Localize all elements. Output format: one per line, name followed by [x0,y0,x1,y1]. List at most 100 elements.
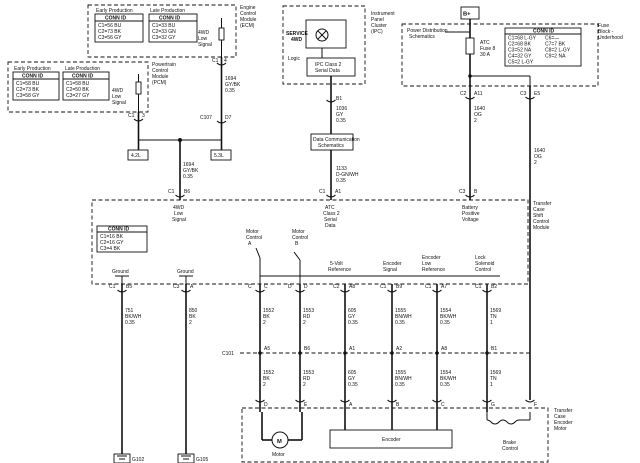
pcm-wire-label: 1694 [183,162,194,168]
circuit-wire-label: 1555 [395,370,406,376]
tccm-input-4wd: Signal [172,217,186,223]
brake-label: Control [502,446,518,452]
ecm-late-row: C3=32 GY [152,35,176,41]
tccm-outline [91,199,529,285]
circuit-conn: C1 [425,284,432,290]
fuse-conn-row: C9=2 NA [545,54,566,60]
motor-pin: A [349,402,353,408]
pcm-late-row: C2=50 BK [66,87,90,93]
tccm-label: Shift [533,213,544,219]
motor-pin: G [491,402,495,408]
pcm-signal-label: Low [112,94,122,100]
tccm-conn-4wd: C1 [168,189,175,195]
tccm-mc-b-label: B [295,241,299,247]
ecm-wire-label: 0.35 [225,88,235,94]
service-4wd-lamp [305,19,347,49]
connector-mark [295,289,305,293]
pcm-module-label: Control [152,68,168,74]
pds-label: Schematics [409,34,435,40]
pcm-early-row: C1=58 BU [16,81,40,87]
ecm-signal-label: Low [198,36,208,42]
fuse-block-label: Fuse [598,23,609,29]
fuse-pin-a: A11 [474,91,483,97]
tccm-input-4wd: Low [174,211,184,217]
motor-symbol-letter: M [277,439,282,445]
tccm-label: Case [533,207,545,213]
tccm-lock-label: Lock [475,255,486,261]
tccm-lock-label: Solenoid [475,261,495,267]
circuit-wire-label: RD [303,314,311,320]
pcm-early-title: Early Production [14,66,51,72]
ipc-outline [282,5,366,85]
ecm-late-row: C1=33 BU [152,23,176,29]
circuit-wire-label: 2 [303,320,306,326]
circuit-wire-label: BK [263,314,270,320]
connector-mark [340,289,350,293]
circuit-conn: C1 [475,284,482,290]
splice-dot [468,74,472,78]
brake-label: Brake [503,440,516,446]
ecm-early-row: C3=56 GY [98,35,122,41]
bplus-label: B+ [463,12,471,18]
ipc-wire1-label: 1036 [336,106,347,112]
circuit-wire: 751 [125,308,134,314]
circuit-wire-label: BK/WH [440,376,457,382]
circuit-pin: D [304,284,308,290]
pcm-wire-label: 0.35 [183,174,193,180]
ipc-wire2-label: D-GN/WH [336,172,359,178]
ipc-logic-label: Logic [288,56,300,62]
circuit-wire-label: 2 [263,320,266,326]
ipc-serial-label: Serial Data [315,68,340,74]
lamp-icon [315,28,329,42]
tccm-pin-atc: A1 [335,189,341,195]
pcm-early-conn-table [12,71,60,101]
circuit-wire-label: 1555 [395,308,406,314]
ecm-module-label: (ECM) [240,23,255,29]
circuit-wire-label: 1552 [263,308,274,314]
tccm-label: Module [533,225,550,231]
tccm-ground-label: Ground [112,269,129,275]
ecm-module-label: Module [240,17,257,23]
ipc-module: SERVICE 4WD Logic IPC Class 2 Serial Dat… [282,5,395,85]
circuit-wire-label: TN [490,376,497,382]
tccm-enc-sig-label: Encoder [383,261,402,267]
ecm-module: Early Production Late Production CONN ID… [87,4,257,58]
circuit-pin: C [264,284,268,290]
fuse-wire-a: OG [474,112,482,118]
fuse-wire-a: 1640 [474,106,485,112]
ground-symbol-g105 [177,453,195,463]
connector-mark [482,289,492,293]
brake-coil [486,412,520,425]
inline-conn-label: C101 [222,351,234,357]
ipc-wire1-label: GY [336,112,344,118]
tccm-input-atc: Serial [324,217,337,223]
ecm-conn: C1 [212,58,219,64]
circuit-wire-label: 0.35 [395,382,405,388]
ipc-module-label: (IPC) [371,29,383,35]
tccm-enc-sig-label: Signal [383,267,397,273]
ecm-late-conn-id: CONN ID [159,16,181,22]
tccm-enc-low-label: Reference [422,267,445,273]
connector-mark [255,289,265,293]
pcm-conn: C1 [128,113,135,119]
pcm-pin: 3 [142,113,145,119]
pcm-early-row: C2=73 BK [16,87,40,93]
tccm-conn-row: C1=16 BK [100,234,124,240]
ecm-module-label: Control [240,11,256,17]
motor-pin: C [441,402,445,408]
engine-option-a-label: 4.2L [131,153,141,159]
ecm-wire-label: GY/BK [225,82,241,88]
dcs-label: Schematics [318,143,344,149]
circuit-wire-label: RD [303,376,311,382]
circuit-wire-label: 1553 [303,370,314,376]
tccm-conn-id: CONN ID [108,227,130,233]
fuse-wire-b: 2 [534,160,537,166]
fuse-block: B+ Power Distribution Schematics ATC Fus… [401,6,623,87]
ecm-signal-label: 4WD [198,30,210,36]
circuit-wire-label: 1553 [303,308,314,314]
circuit-pin: A7 [441,284,447,290]
mc-a-switch [255,247,261,259]
circuit-wire: BK [189,314,196,320]
connector-mark [387,399,397,403]
